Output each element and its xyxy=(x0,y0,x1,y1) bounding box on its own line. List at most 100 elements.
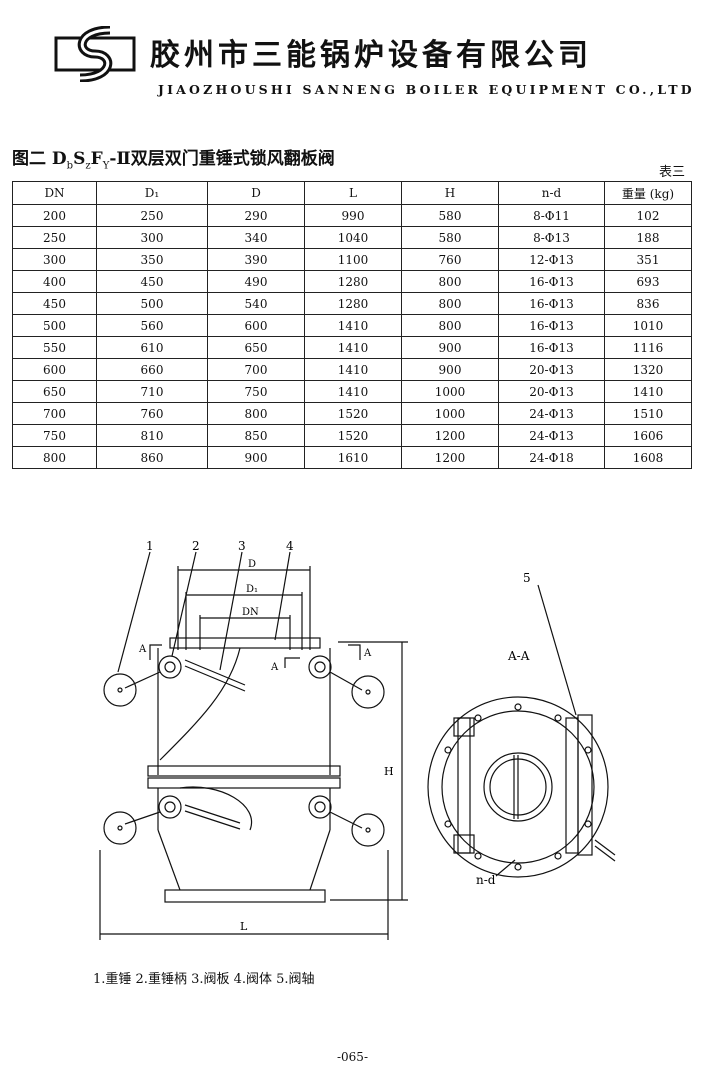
table-cell: 24-Φ13 xyxy=(498,402,605,425)
dim-label-d: D xyxy=(248,559,256,570)
table-cell: 8-Φ11 xyxy=(498,204,605,227)
section-mark-a-right: A xyxy=(363,648,372,659)
company-logo-icon xyxy=(54,26,136,82)
table-cell: 290 xyxy=(207,204,305,227)
page-number: -065- xyxy=(336,1050,368,1064)
dim-label-nd: n-d xyxy=(476,873,496,887)
table-cell: 16-Φ13 xyxy=(498,292,605,315)
table-cell: 810 xyxy=(96,424,208,447)
column-header: 重量 (kg) xyxy=(604,181,692,205)
table-cell: 8-Φ13 xyxy=(498,226,605,249)
table-cell: 1000 xyxy=(401,402,499,425)
dim-label-d1: D₁ xyxy=(246,584,258,595)
dim-label-h: H xyxy=(384,765,394,778)
column-header: D xyxy=(207,181,305,205)
table-cell: 1606 xyxy=(604,424,692,447)
company-name-en: JIAOZHOUSHI SANNENG BOILER EQUIPMENT CO.… xyxy=(158,82,695,97)
table-cell: 16-Φ13 xyxy=(498,336,605,359)
table-cell: 1040 xyxy=(304,226,402,249)
table-cell: 16-Φ13 xyxy=(498,270,605,293)
table-cell: 1410 xyxy=(304,380,402,403)
table-cell: 340 xyxy=(207,226,305,249)
figure-suffix: -Ⅱ双层双门重锤式锁风翻板阀 xyxy=(109,149,335,169)
table-cell: 710 xyxy=(96,380,208,403)
part-label-2: 2 xyxy=(192,539,200,553)
section-mark-a-mid: A xyxy=(270,662,279,673)
table-cell: 700 xyxy=(207,358,305,381)
table-cell: 860 xyxy=(96,446,208,469)
table-cell: 560 xyxy=(96,314,208,337)
table-cell: 300 xyxy=(96,226,208,249)
column-header: D₁ xyxy=(96,181,208,205)
table-cell: 1410 xyxy=(304,314,402,337)
model-sub-z: z xyxy=(85,160,91,172)
table-cell: 1010 xyxy=(604,314,692,337)
table-cell: 24-Φ13 xyxy=(498,424,605,447)
table-cell: 1200 xyxy=(401,446,499,469)
valve-drawing: 1 2 3 4 5 D D₁ DN H L A A A A-A n-d xyxy=(99,539,616,940)
figure-title: 图二 DbSzFY-Ⅱ双层双门重锤式锁风翻板阀 xyxy=(12,144,335,171)
table-cell: 600 xyxy=(12,358,97,381)
table-cell: 102 xyxy=(604,204,692,227)
table-cell: 450 xyxy=(12,292,97,315)
table-cell: 800 xyxy=(401,292,499,315)
part-label-4: 4 xyxy=(286,539,294,553)
column-header: H xyxy=(401,181,499,205)
model-sub-b: b xyxy=(66,160,74,172)
table-cell: 800 xyxy=(12,446,97,469)
table-cell: 12-Φ13 xyxy=(498,248,605,271)
table-cell: 760 xyxy=(96,402,208,425)
table-cell: 1410 xyxy=(304,358,402,381)
dim-label-dn: DN xyxy=(242,607,259,618)
section-title: A-A xyxy=(507,649,530,663)
model-letter-f: F xyxy=(90,149,103,169)
table-cell: 1000 xyxy=(401,380,499,403)
table-cell: 350 xyxy=(96,248,208,271)
table-cell: 990 xyxy=(304,204,402,227)
table-cell: 660 xyxy=(96,358,208,381)
table-cell: 1100 xyxy=(304,248,402,271)
company-name-cn: 胶州市三能锅炉设备有限公司 xyxy=(150,38,592,73)
parts-legend: 1.重锤 2.重锤柄 3.阀板 4.阀体 5.阀轴 xyxy=(93,972,315,987)
column-header: L xyxy=(304,181,402,205)
table-cell: 188 xyxy=(604,226,692,249)
table-cell: 850 xyxy=(207,424,305,447)
table-cell: 1116 xyxy=(604,336,692,359)
table-cell: 900 xyxy=(401,336,499,359)
table-cell: 1280 xyxy=(304,270,402,293)
table-cell: 1410 xyxy=(304,336,402,359)
table-cell: 900 xyxy=(401,358,499,381)
table-cell: 1200 xyxy=(401,424,499,447)
table-cell: 610 xyxy=(96,336,208,359)
part-label-3: 3 xyxy=(238,539,246,553)
table-cell: 650 xyxy=(207,336,305,359)
model-sub-y: Y xyxy=(102,160,110,172)
table-cell: 1280 xyxy=(304,292,402,315)
table-cell: 351 xyxy=(604,248,692,271)
table-cell: 700 xyxy=(12,402,97,425)
column-header: DN xyxy=(12,181,97,205)
table-cell: 1610 xyxy=(304,446,402,469)
table-cell: 250 xyxy=(12,226,97,249)
table-cell: 540 xyxy=(207,292,305,315)
dim-label-l: L xyxy=(240,920,248,933)
section-mark-a-left: A xyxy=(138,644,147,655)
table-cell: 20-Φ13 xyxy=(498,380,605,403)
model-letter-d: D xyxy=(51,149,67,169)
table-cell: 300 xyxy=(12,248,97,271)
table-cell: 750 xyxy=(12,424,97,447)
table-cell: 900 xyxy=(207,446,305,469)
table-cell: 800 xyxy=(401,314,499,337)
table-cell: 1608 xyxy=(604,446,692,469)
part-label-5: 5 xyxy=(523,571,531,585)
table-cell: 1520 xyxy=(304,424,402,447)
